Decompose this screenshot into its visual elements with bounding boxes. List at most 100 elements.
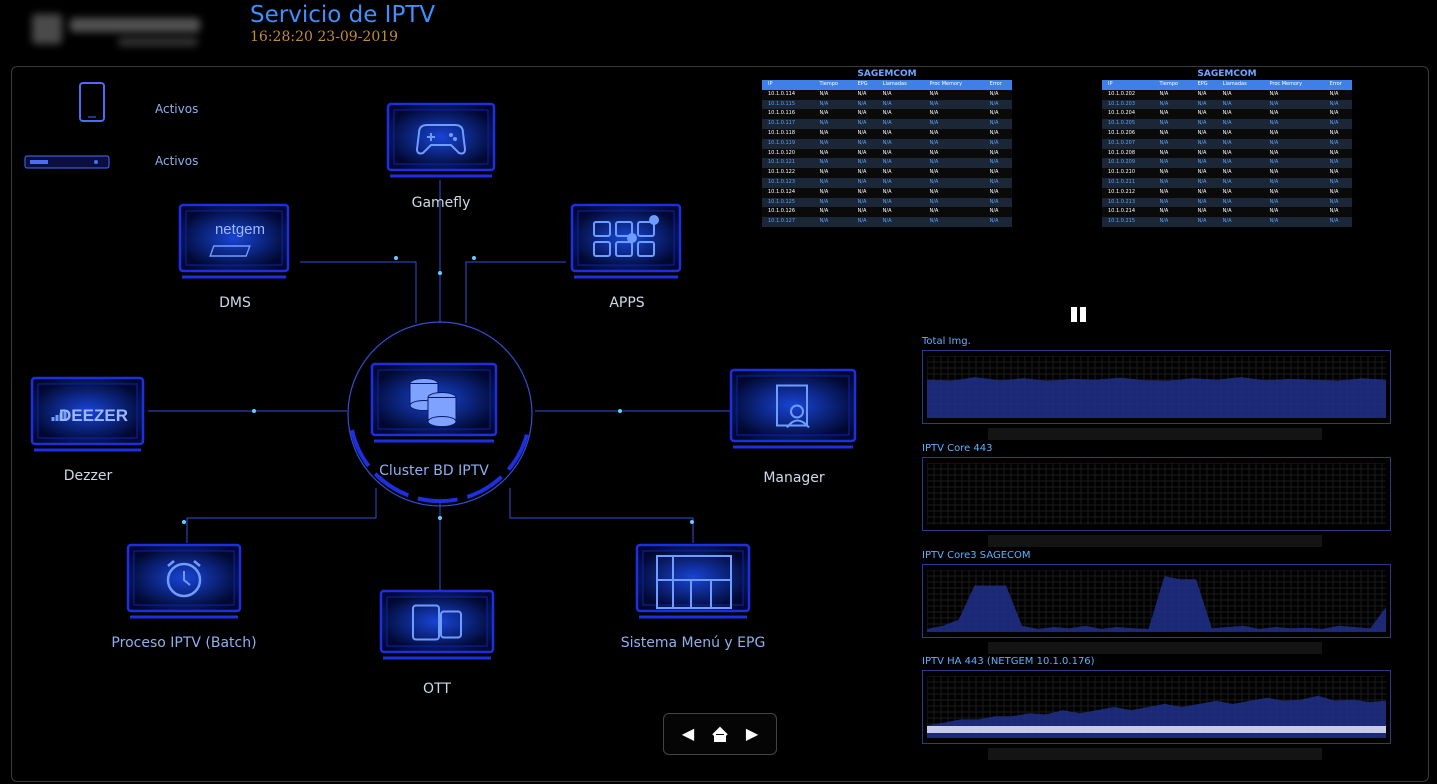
table-cell: N/A	[929, 90, 939, 97]
node-label-dezzer: Dezzer	[63, 468, 113, 484]
clock: 16:28:20 23-09-2019	[250, 29, 399, 45]
home-icon[interactable]	[708, 714, 732, 754]
table-cell: N/A	[1197, 129, 1207, 136]
table-cell: N/A	[1159, 90, 1169, 97]
table-cell: N/A	[882, 198, 892, 205]
table-cell: N/A	[1197, 198, 1207, 205]
graph-area	[927, 377, 1386, 418]
table-cell: N/A	[857, 198, 867, 205]
table-cell: N/A	[882, 110, 892, 117]
table-cell: N/A	[1222, 149, 1232, 156]
table-cell: 10.1.0.213	[1108, 198, 1136, 205]
graph-2[interactable]	[922, 457, 1391, 531]
deezer-logo-text: DEEZER	[59, 406, 128, 425]
table-title: SAGEMCOM	[1197, 69, 1257, 79]
table-cell: N/A	[989, 149, 999, 156]
table-cell: N/A	[929, 110, 939, 117]
table-cell: N/A	[1159, 169, 1169, 176]
epg-monitor-icon	[635, 543, 751, 619]
table-cell: N/A	[929, 218, 939, 225]
table-cell: N/A	[1197, 218, 1207, 225]
node-gamefly[interactable]	[386, 102, 496, 186]
table-cell: 10.1.0.208	[1108, 149, 1136, 156]
table-cell: N/A	[882, 149, 892, 156]
table-cell: N/A	[989, 198, 999, 205]
node-dms[interactable]: netgem	[178, 203, 290, 287]
netgem-logo-text: netgem	[215, 221, 265, 238]
table-cell: N/A	[989, 100, 999, 107]
table-cell: N/A	[1222, 218, 1232, 225]
node-label-manager: Manager	[763, 470, 825, 486]
node-label-ott: OTT	[423, 681, 451, 697]
node-dezzer[interactable]: DEEZER	[30, 376, 145, 460]
table-cell: N/A	[857, 100, 867, 107]
table-cell: N/A	[1222, 139, 1232, 146]
table-cell: N/A	[929, 208, 939, 215]
ott-monitor-icon	[379, 589, 495, 660]
column-header: IP	[762, 80, 814, 90]
table-cell: 10.1.0.123	[768, 178, 796, 185]
table-cell: 10.1.0.203	[1108, 100, 1136, 107]
node-cluster[interactable]	[370, 362, 498, 451]
pause-button[interactable]	[1071, 307, 1087, 323]
table-cell: N/A	[1269, 208, 1279, 215]
graph-4[interactable]	[922, 670, 1391, 744]
column-header: EPG	[851, 80, 877, 90]
table-cell: N/A	[857, 169, 867, 176]
table-title: SAGEMCOM	[857, 69, 917, 79]
node-apps[interactable]	[570, 203, 682, 287]
table-cell: N/A	[1159, 120, 1169, 127]
graph-plot	[927, 463, 1386, 525]
table-cell: N/A	[1222, 100, 1232, 107]
table-cell: N/A	[1329, 139, 1339, 146]
settop-box-icon	[24, 154, 110, 174]
company-logo	[28, 8, 208, 54]
graph-plot	[927, 676, 1386, 738]
table-cell: N/A	[882, 188, 892, 195]
graph-footer	[988, 748, 1322, 760]
table-cell: N/A	[819, 90, 829, 97]
table-cell: N/A	[1329, 159, 1339, 166]
table-cell: N/A	[1222, 198, 1232, 205]
table-cell: 10.1.0.205	[1108, 120, 1136, 127]
graph-3[interactable]	[922, 564, 1391, 638]
table-cell: N/A	[929, 149, 939, 156]
graph-title: Total Img.	[922, 336, 971, 347]
table-cell: N/A	[1197, 169, 1207, 176]
table-cell: N/A	[1197, 110, 1207, 117]
next-arrow-icon[interactable]: ▶	[745, 724, 759, 743]
table-cell: N/A	[1197, 149, 1207, 156]
node-epg[interactable]	[635, 543, 751, 627]
node-batch[interactable]	[126, 543, 242, 627]
graph-1[interactable]	[922, 350, 1391, 424]
table-cell: N/A	[882, 139, 892, 146]
table-cell: N/A	[929, 129, 939, 136]
table-cell: 10.1.0.211	[1108, 178, 1136, 185]
node-label-batch: Proceso IPTV (Batch)	[111, 635, 257, 651]
table-cell: 10.1.0.202	[1108, 90, 1136, 97]
node-manager[interactable]	[729, 368, 857, 457]
table-cell: 10.1.0.207	[1108, 139, 1136, 146]
table-cell: N/A	[882, 159, 892, 166]
node-ott[interactable]	[379, 589, 495, 668]
table-cell: N/A	[1269, 169, 1279, 176]
graph-footer	[988, 642, 1322, 654]
table-cell: N/A	[1329, 120, 1339, 127]
table-cell: N/A	[882, 90, 892, 97]
table-cell: N/A	[882, 218, 892, 225]
table-cell: N/A	[819, 169, 829, 176]
previous-arrow-icon[interactable]: ◀	[681, 724, 695, 743]
